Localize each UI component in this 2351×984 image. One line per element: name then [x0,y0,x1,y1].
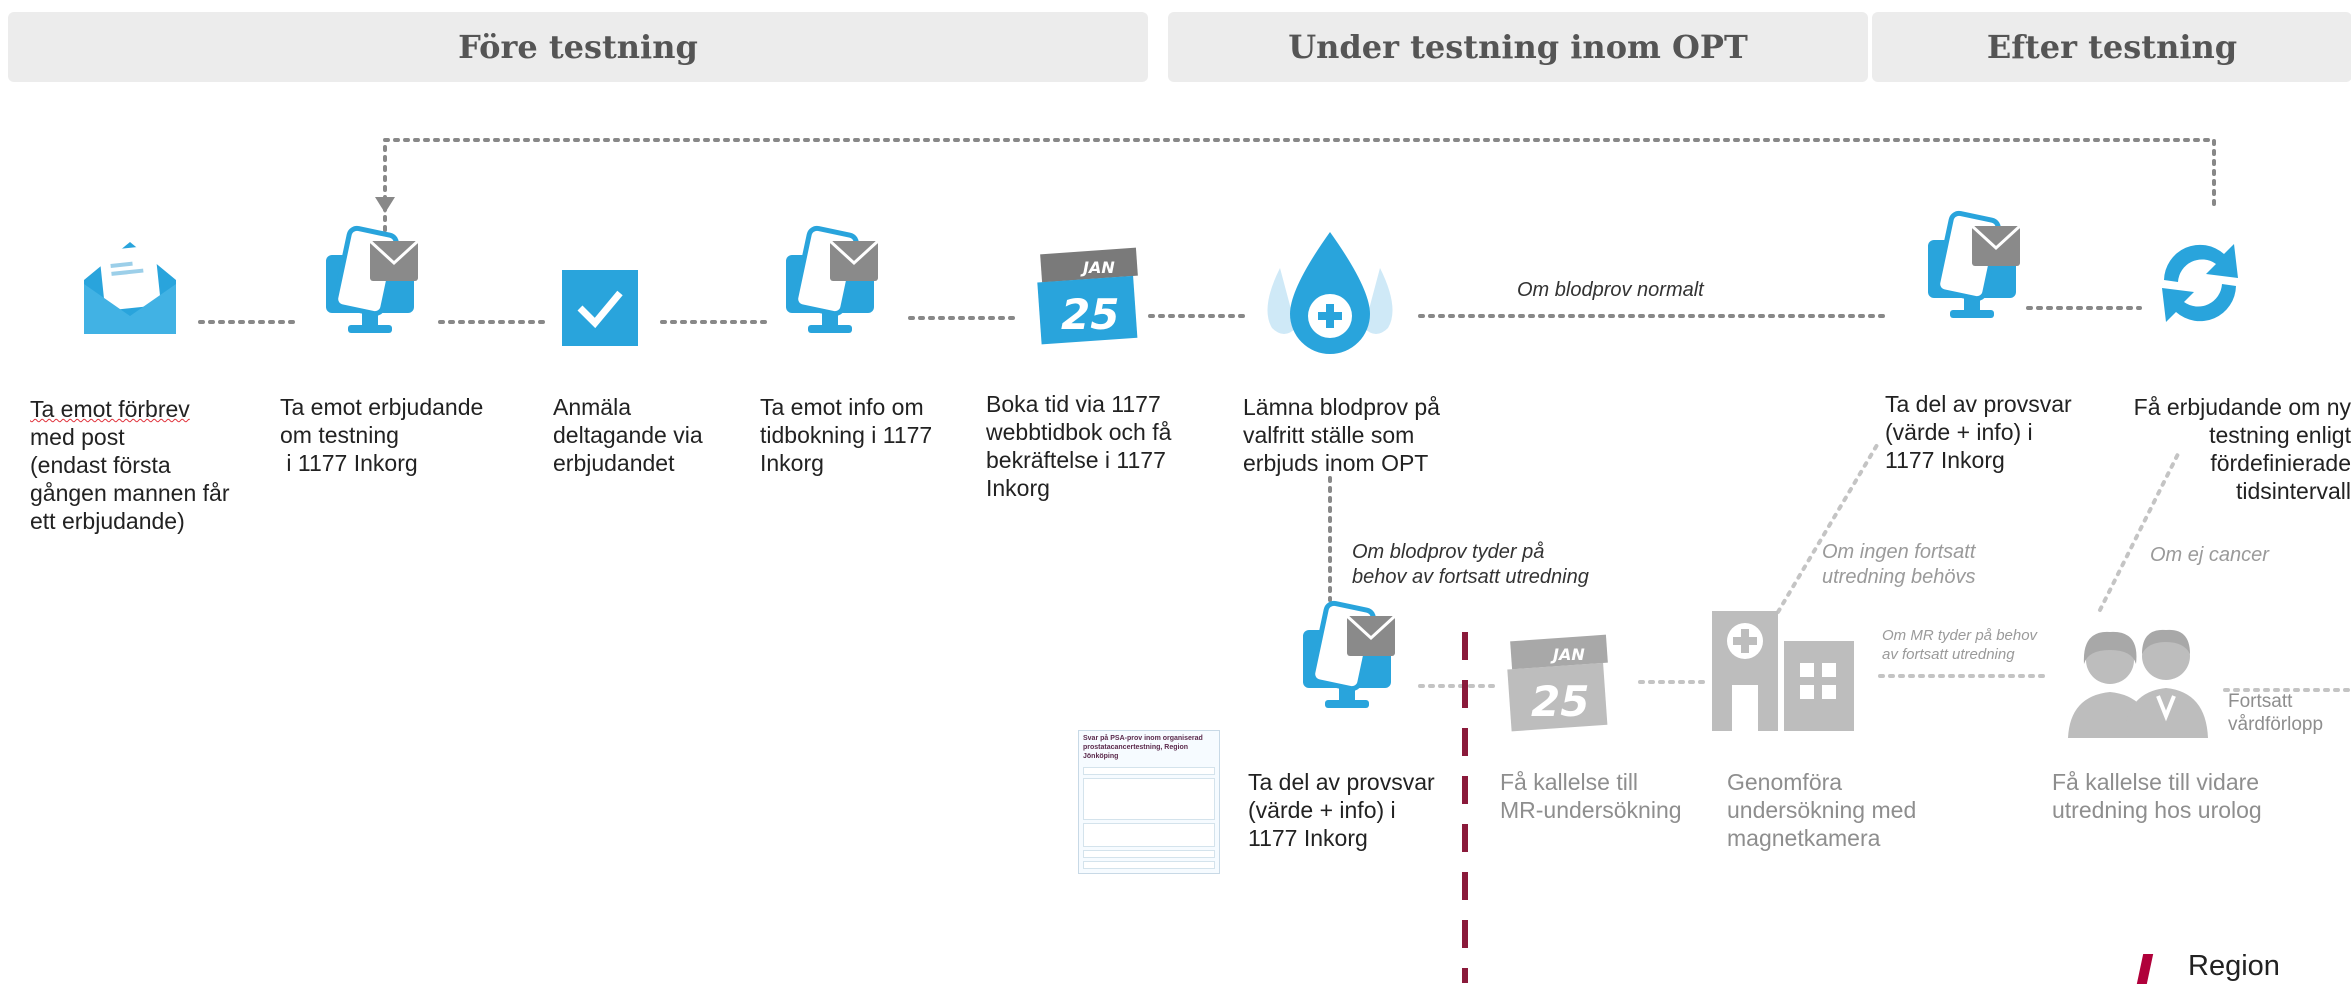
calendar-icon-grey: JAN 25 [1507,634,1608,732]
arrow-down-icon [375,197,395,213]
connector-line [2098,448,2182,612]
phone-message-icon [326,225,420,333]
phase-header-during: Under testning inom OPT [1168,12,1868,82]
blood-drop-plus-icon [1267,232,1393,354]
calendar-icon: JAN 25 [1037,247,1138,345]
phone-message-icon [786,225,880,333]
svg-text:25: 25 [1061,290,1119,339]
doctors-icon [2068,629,2208,738]
refresh-icon [2162,244,2238,322]
loop-back-line [383,138,2216,232]
phase-header-after: Efter testning [1872,12,2351,82]
checkbox-icon [562,270,638,346]
svg-text:25: 25 [1531,677,1589,726]
hospital-icon [1712,611,1854,731]
svg-text:JAN: JAN [1080,258,1115,277]
connector-line [1776,438,1882,614]
phone-message-icon [1928,210,2022,318]
result-page-thumbnail: Svar på PSA-prov inom organiserad prosta… [1078,730,1220,874]
phase-header-before: Före testning [8,12,1148,82]
svg-text:JAN: JAN [1550,645,1585,664]
envelope-letter-icon [84,242,176,334]
note-normal: Om blodprov normalt [1517,279,1704,301]
thumbnail-title: Svar på PSA-prov inom organiserad prosta… [1083,735,1203,760]
phone-message-icon [1303,600,1397,708]
note-no-cancer: Om ej cancer [2150,544,2269,566]
